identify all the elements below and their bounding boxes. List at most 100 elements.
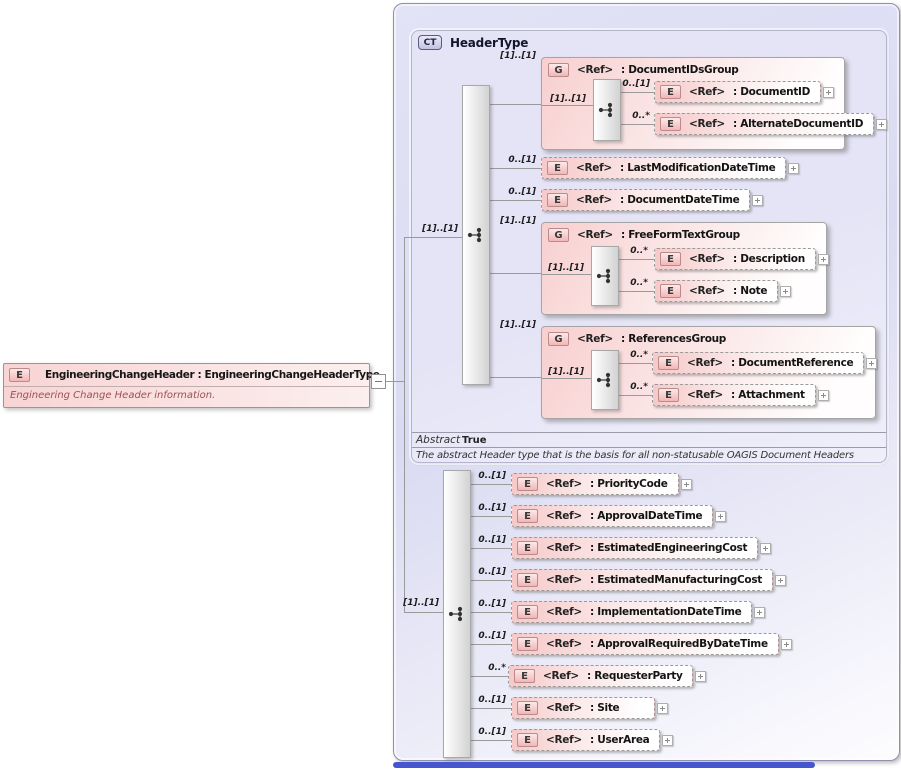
expand-icon[interactable] bbox=[780, 638, 792, 650]
element-box-attachment[interactable]: E <Ref> : Attachment bbox=[652, 384, 816, 406]
element-name: : DocumentDateTime bbox=[620, 194, 740, 206]
expand-icon[interactable] bbox=[866, 357, 878, 369]
element-box-requesterparty[interactable]: E <Ref> : RequesterParty bbox=[508, 665, 694, 687]
element-box-description[interactable]: E <Ref> : Description bbox=[654, 248, 816, 270]
header-type-badge-text: CT bbox=[423, 37, 437, 48]
element-box-prioritycode[interactable]: E <Ref> : PriorityCode bbox=[511, 473, 679, 495]
connector-line bbox=[404, 612, 443, 613]
element-box-note[interactable]: E <Ref> : Note bbox=[654, 280, 779, 302]
cardinality-label: [1]..[1] bbox=[422, 224, 458, 234]
connector-line bbox=[471, 740, 511, 741]
sequence-icon bbox=[448, 606, 463, 622]
expand-icon[interactable] bbox=[760, 542, 772, 554]
header-type-title: CT HeaderType bbox=[418, 35, 528, 50]
element-row: E <Ref> : Attachment bbox=[652, 384, 829, 406]
element-box-approvalrequiredbydatetime[interactable]: E <Ref> : ApprovalRequiredByDateTime bbox=[511, 633, 779, 655]
element-name: : Note bbox=[733, 285, 768, 297]
cardinality-label: [1]..[1] bbox=[403, 598, 439, 608]
expand-icon[interactable] bbox=[752, 194, 764, 206]
expand-icon[interactable] bbox=[695, 670, 707, 682]
element-box-documentreference[interactable]: E <Ref> : DocumentReference bbox=[652, 352, 865, 374]
connector-line bbox=[490, 200, 541, 201]
element-row: E <Ref> : PriorityCode bbox=[511, 473, 692, 495]
divider bbox=[4, 386, 369, 387]
element-name: : RequesterParty bbox=[587, 670, 683, 682]
expand-icon[interactable] bbox=[680, 478, 692, 490]
element-box-alternatedocumentid[interactable]: E <Ref> : AlternateDocumentID bbox=[654, 113, 875, 135]
expand-icon[interactable] bbox=[662, 734, 674, 746]
element-row: E <Ref> : Site bbox=[511, 697, 668, 719]
connector-line bbox=[404, 237, 462, 238]
element-icon: E bbox=[517, 509, 538, 523]
element-box-estimatedengineeringcost[interactable]: E <Ref> : EstimatedEngineeringCost bbox=[511, 537, 759, 559]
header-type-name: HeaderType bbox=[450, 35, 529, 50]
ref-label: <Ref> bbox=[577, 333, 613, 345]
connector-line bbox=[619, 363, 652, 364]
element-row: E <Ref> : DocumentReference bbox=[652, 352, 878, 374]
collapse-icon[interactable] bbox=[371, 374, 386, 389]
connector-line bbox=[386, 381, 404, 382]
ref-label: <Ref> bbox=[689, 86, 725, 98]
connector-line bbox=[542, 378, 591, 379]
element-box-userarea[interactable]: E <Ref> : UserArea bbox=[511, 729, 661, 751]
element-row: E <Ref> : Description bbox=[654, 248, 829, 270]
group-box-referencesgroup[interactable]: G <Ref> : ReferencesGroup [1]..[1] 0..* … bbox=[541, 326, 878, 419]
group-box-freeformtextgroup[interactable]: G <Ref> : FreeFormTextGroup [1]..[1] 0..… bbox=[541, 222, 829, 315]
header-type-note: The abstract Header type that is the bas… bbox=[416, 450, 854, 461]
abstract-value: True bbox=[462, 435, 487, 446]
root-element-description: Engineering Change Header information. bbox=[10, 390, 216, 401]
expand-icon[interactable] bbox=[788, 162, 800, 174]
expand-icon[interactable] bbox=[775, 574, 786, 586]
ref-label: <Ref> bbox=[689, 285, 725, 297]
expand-icon[interactable] bbox=[657, 702, 668, 714]
element-box-approvaldatetime[interactable]: E <Ref> : ApprovalDateTime bbox=[511, 505, 714, 527]
element-icon: E bbox=[660, 284, 681, 298]
sequence-bar bbox=[593, 79, 621, 141]
element-box-estimatedmanufacturingcost[interactable]: E <Ref> : EstimatedManufacturingCost bbox=[511, 569, 773, 591]
ref-label: <Ref> bbox=[546, 574, 582, 586]
element-box-implementationdatetime[interactable]: E <Ref> : ImplementationDateTime bbox=[511, 601, 753, 623]
group-name: : DocumentIDsGroup bbox=[621, 64, 739, 76]
cardinality-label: [1]..[1] bbox=[500, 51, 536, 61]
element-name: : ImplementationDateTime bbox=[590, 606, 742, 618]
element-name: : EstimatedEngineeringCost bbox=[590, 542, 748, 554]
cardinality-label: 0..[1] bbox=[508, 187, 536, 197]
expand-icon[interactable] bbox=[780, 285, 792, 297]
group-title: G <Ref> : DocumentIDsGroup bbox=[548, 63, 739, 77]
element-name: : Attachment bbox=[731, 389, 805, 401]
element-name: : ApprovalDateTime bbox=[590, 510, 703, 522]
connector-line bbox=[619, 395, 652, 396]
connector-line bbox=[490, 104, 541, 105]
root-element-box[interactable]: E EngineeringChangeHeader : EngineeringC… bbox=[3, 363, 380, 408]
element-name: : Description bbox=[733, 253, 805, 265]
cardinality-label: 0..* bbox=[630, 382, 648, 392]
connector-line bbox=[490, 273, 541, 274]
sequence-bar bbox=[443, 470, 471, 758]
sequence-bar bbox=[591, 350, 619, 410]
ref-label: <Ref> bbox=[577, 229, 613, 241]
expand-icon[interactable] bbox=[876, 118, 888, 130]
element-box-lastmodificationdatetime[interactable]: E <Ref> : LastModificationDateTime bbox=[541, 157, 787, 179]
cardinality-label: 0..* bbox=[488, 663, 506, 673]
element-icon: E bbox=[660, 85, 681, 99]
scrollbar[interactable] bbox=[393, 762, 815, 768]
element-box-site[interactable]: E <Ref> : Site bbox=[511, 697, 655, 719]
expand-icon[interactable] bbox=[817, 253, 829, 265]
sequence-icon bbox=[598, 102, 613, 118]
cardinality-label: 0..[1] bbox=[478, 727, 506, 737]
connector-line bbox=[490, 377, 541, 378]
element-box-documentid[interactable]: E <Ref> : DocumentID bbox=[654, 81, 822, 103]
group-title: G <Ref> : ReferencesGroup bbox=[548, 332, 726, 346]
expand-icon[interactable] bbox=[817, 389, 829, 401]
expand-icon[interactable] bbox=[754, 606, 766, 618]
element-name: : DocumentReference bbox=[731, 357, 854, 369]
group-icon: G bbox=[548, 63, 569, 77]
expand-icon[interactable] bbox=[823, 86, 835, 98]
element-name: : ApprovalRequiredByDateTime bbox=[590, 638, 768, 650]
element-box-documentdatetime[interactable]: E <Ref> : DocumentDateTime bbox=[541, 189, 751, 211]
ref-label: <Ref> bbox=[577, 64, 613, 76]
expand-icon[interactable] bbox=[715, 510, 727, 522]
group-box-documentidsgroup[interactable]: G <Ref> : DocumentIDsGroup [1]..[1] 0..[… bbox=[541, 57, 888, 150]
ref-label: <Ref> bbox=[576, 162, 612, 174]
connector-line bbox=[621, 124, 654, 125]
